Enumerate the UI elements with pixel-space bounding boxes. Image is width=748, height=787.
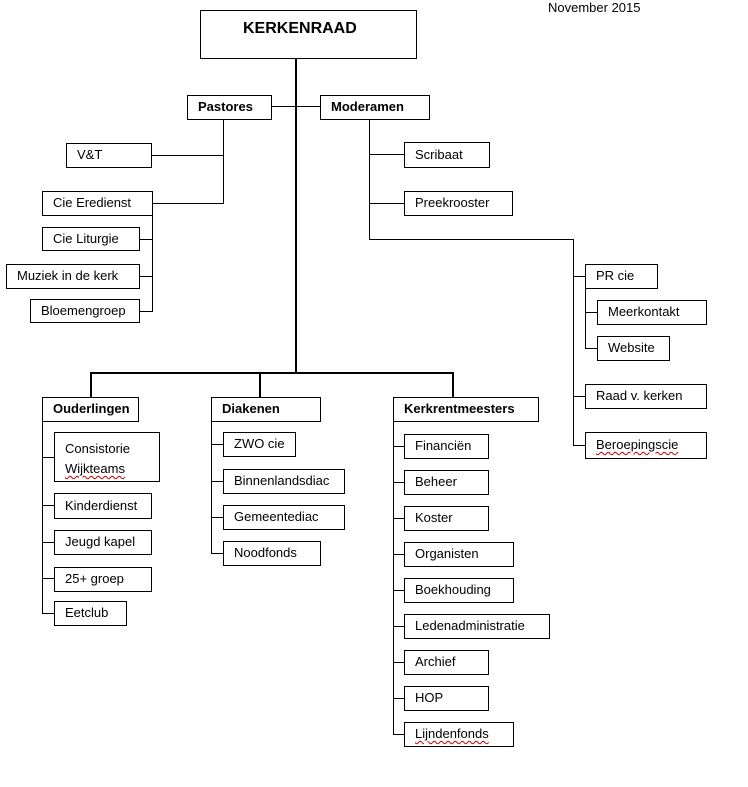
moderamen-item-scribaat: Scribaat [404, 142, 490, 168]
ouderlingen-item-jeugd-kapel: Jeugd kapel [54, 530, 152, 555]
connector [369, 119, 370, 239]
pastores-item-bloemengroep: Bloemengroep [30, 299, 140, 323]
connector [573, 276, 585, 277]
moderamen-item-meerkontakt: Meerkontakt [597, 300, 707, 325]
kerkrentmeesters-item-hop: HOP [404, 686, 489, 711]
connector [393, 590, 404, 591]
connector [211, 553, 223, 554]
connector [42, 542, 54, 543]
connector [152, 203, 223, 204]
ouderlingen-item-eetclub: Eetclub [54, 601, 127, 626]
kerkenraad-node: KERKENRAAD [200, 10, 417, 59]
connector [585, 288, 586, 349]
kerkrentmeesters-item-ledenadministratie: Ledenadministratie [404, 614, 550, 639]
diakenen-item-gemeentediac: Gemeentediac [223, 505, 345, 530]
kerkrentmeesters-item-lijndenfonds: Lijndenfonds [404, 722, 514, 747]
pastores-item-cie-eredienst: Cie Eredienst [42, 191, 153, 216]
connector [393, 446, 404, 447]
moderamen-item-website: Website [597, 336, 670, 361]
ouderlingen-item-25-groep: 25+ groep [54, 567, 152, 592]
connector [393, 518, 404, 519]
connector [369, 239, 573, 240]
connector [393, 554, 404, 555]
ouderlingen-node: Ouderlingen [42, 397, 139, 422]
diakenen-item-binnenlandsdiac: Binnenlandsdiac [223, 469, 345, 494]
connector [211, 444, 223, 445]
diakenen-item-zwo-cie: ZWO cie [223, 432, 296, 457]
connector [151, 155, 223, 156]
connector [90, 372, 92, 397]
pastores-item-vt: V&T [66, 143, 152, 168]
connector [393, 698, 404, 699]
connector [573, 445, 585, 446]
connector [42, 613, 54, 614]
connector [42, 505, 54, 506]
connector [139, 239, 152, 240]
kerkrentmeesters-node: Kerkrentmeesters [393, 397, 539, 422]
kerkrentmeesters-item-financien: Financiën [404, 434, 489, 459]
kerkrentmeesters-item-boekhouding: Boekhouding [404, 578, 514, 603]
connector [393, 626, 404, 627]
connector [211, 517, 223, 518]
connector [211, 481, 223, 482]
connector [152, 215, 153, 312]
connector [295, 58, 297, 373]
connector [223, 119, 224, 204]
pastores-item-muziek: Muziek in de kerk [6, 264, 140, 289]
kerkrentmeesters-item-organisten: Organisten [404, 542, 514, 567]
moderamen-node: Moderamen [320, 95, 430, 120]
moderamen-item-raad-v-kerken: Raad v. kerken [585, 384, 707, 409]
connector [452, 372, 454, 397]
ouderlingen-item-consistorie: Consistorie Wijkteams [54, 432, 160, 482]
connector [369, 203, 404, 204]
connector [393, 482, 404, 483]
connector [42, 578, 54, 579]
moderamen-item-beroepingscie: Beroepingscie [585, 432, 707, 459]
moderamen-item-preekrooster: Preekrooster [404, 191, 513, 216]
connector [139, 311, 152, 312]
connector [259, 372, 261, 397]
diakenen-item-noodfonds: Noodfonds [223, 541, 321, 566]
connector [369, 154, 404, 155]
connector [393, 662, 404, 663]
kerkrentmeesters-item-archief: Archief [404, 650, 489, 675]
date-label: November 2015 [548, 0, 641, 15]
connector [42, 421, 43, 614]
connector [393, 421, 394, 735]
connector [42, 457, 54, 458]
kerkrentmeesters-item-beheer: Beheer [404, 470, 489, 495]
connector [271, 106, 320, 107]
diakenen-node: Diakenen [211, 397, 321, 422]
connector [393, 734, 404, 735]
connector [90, 372, 454, 374]
connector [585, 348, 597, 349]
connector [585, 312, 597, 313]
connector [573, 239, 574, 446]
connector [211, 421, 212, 554]
pastores-item-cie-liturgie: Cie Liturgie [42, 227, 140, 251]
connector [573, 396, 585, 397]
connector [139, 276, 152, 277]
pastores-node: Pastores [187, 95, 272, 120]
kerkrentmeesters-item-koster: Koster [404, 506, 489, 531]
moderamen-item-pr-cie: PR cie [585, 264, 658, 289]
ouderlingen-item-kinderdienst: Kinderdienst [54, 493, 152, 519]
